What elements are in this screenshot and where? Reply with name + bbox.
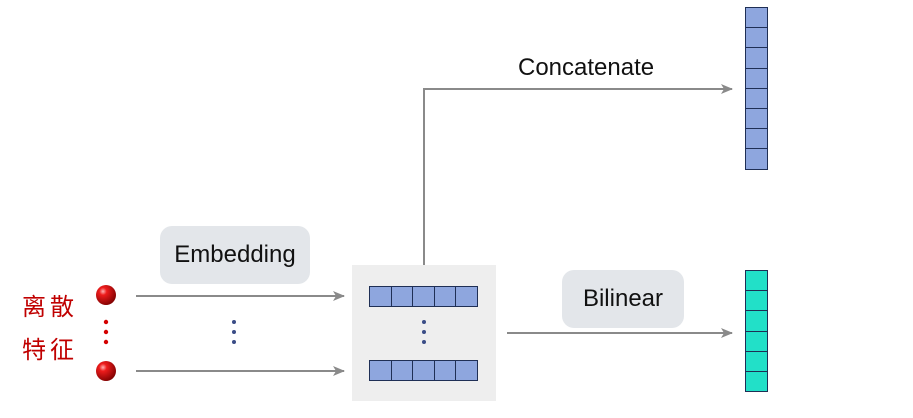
vector-cell bbox=[746, 48, 767, 69]
concatenate-output-vector bbox=[745, 7, 768, 170]
concatenate-arrow bbox=[423, 84, 733, 266]
bilinear-label: Bilinear bbox=[582, 285, 664, 312]
vector-cell bbox=[746, 351, 767, 372]
vector-cell bbox=[746, 129, 767, 150]
vector-cell bbox=[746, 8, 767, 29]
vector-cell bbox=[746, 88, 767, 109]
vector-cell bbox=[391, 287, 413, 306]
vector-cell bbox=[746, 291, 767, 312]
discrete-features-label-line2: 特征 bbox=[22, 336, 78, 364]
vector-cell bbox=[746, 108, 767, 130]
embedding-label: Embedding bbox=[174, 241, 296, 268]
embedding-ellipsis bbox=[422, 320, 426, 344]
vector-cell bbox=[746, 68, 767, 89]
vector-cell bbox=[746, 28, 767, 49]
feature-node-bottom bbox=[96, 361, 116, 381]
vector-cell bbox=[391, 361, 413, 380]
vector-cell bbox=[370, 361, 392, 380]
embedding-label-box: Embedding bbox=[160, 226, 310, 284]
vector-cell bbox=[456, 361, 477, 380]
vector-cell bbox=[456, 287, 477, 306]
vector-cell bbox=[746, 371, 767, 392]
vector-cell bbox=[746, 311, 767, 332]
vector-cell bbox=[434, 287, 456, 306]
vector-cell bbox=[413, 361, 435, 380]
vector-cell bbox=[746, 331, 767, 352]
concatenate-label: Concatenate bbox=[518, 54, 655, 81]
embedding-vector-top bbox=[369, 286, 478, 307]
vector-cell bbox=[434, 361, 456, 380]
embedding-vector-bottom bbox=[369, 360, 478, 381]
vector-cell bbox=[746, 149, 767, 169]
bilinear-label-box: Bilinear bbox=[562, 270, 684, 328]
feature-ellipsis bbox=[103, 319, 109, 345]
discrete-features-label-line1: 离散 bbox=[22, 293, 78, 321]
arrow-ellipsis bbox=[232, 320, 236, 344]
vector-cell bbox=[413, 287, 435, 306]
feature-node-top bbox=[96, 285, 116, 305]
vector-cell bbox=[370, 287, 392, 306]
bilinear-output-vector bbox=[745, 270, 768, 393]
vector-cell bbox=[746, 271, 767, 292]
